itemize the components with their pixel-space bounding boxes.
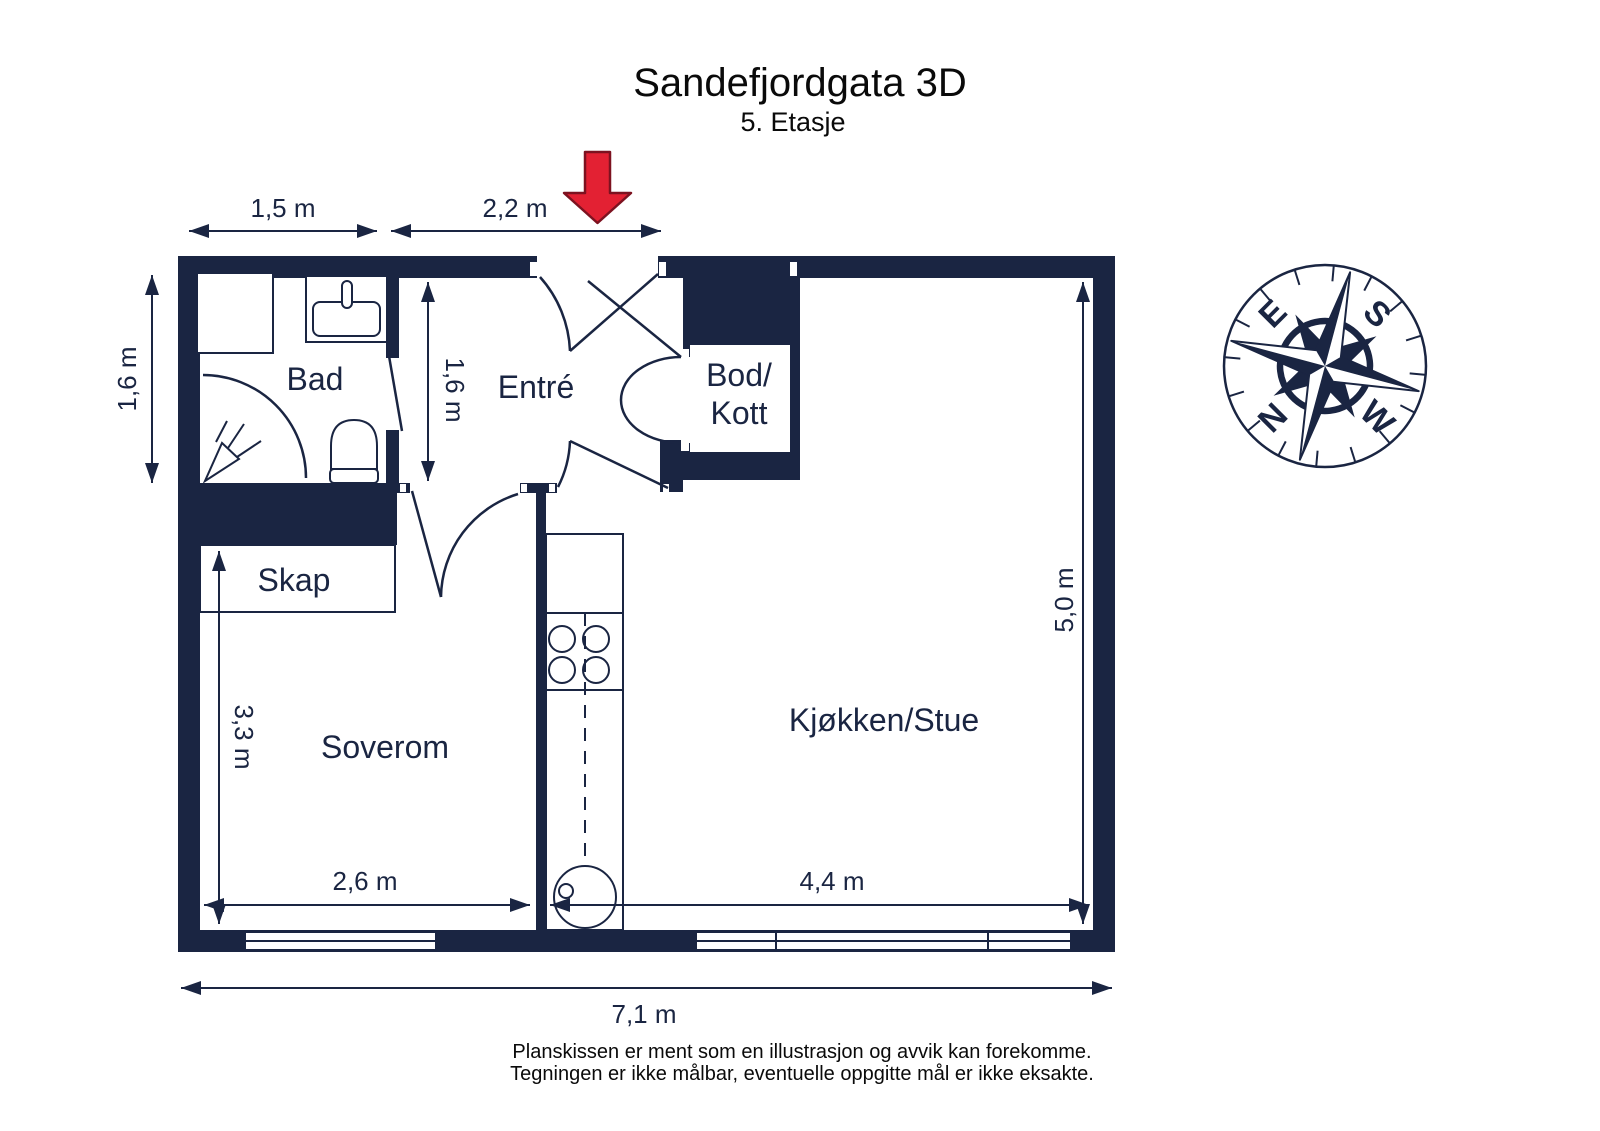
compass-ticks xyxy=(1225,266,1425,466)
drain-icon xyxy=(202,420,262,484)
dimension-bad-width: 1,5 m xyxy=(189,193,377,238)
door-entrance xyxy=(539,273,659,352)
bathroom-sink xyxy=(305,275,388,343)
dimension-soverom-depth: 3,3 m xyxy=(212,551,259,924)
dimension-label-bad-depth: 1,6 m xyxy=(112,346,142,411)
jamb-entrance-right xyxy=(659,262,666,276)
page-title: Sandefjordgata 3D xyxy=(633,61,967,105)
dimensions: 1,5 m 2,2 m 1,6 m 1,6 m 5,0 m 3,3 m 2,6 … xyxy=(112,193,1112,1029)
wall-bad-partition xyxy=(386,278,399,358)
dimension-bad-depth: 1,6 m xyxy=(112,275,159,483)
dimension-entrance-width: 2,2 m xyxy=(391,193,661,238)
dimension-kjokken-depth: 5,0 m xyxy=(1049,282,1090,924)
page-subtitle: 5. Etasje xyxy=(740,107,845,137)
disclaimer-line1: Planskissen er ment som en illustrasjon … xyxy=(512,1041,1091,1063)
bathroom-fixtures xyxy=(196,272,388,484)
room-label-skap: Skap xyxy=(258,562,331,598)
dimension-label-total-width: 7,1 m xyxy=(611,999,676,1029)
wall-skap-block xyxy=(178,483,397,545)
dimension-label-soverom-width: 2,6 m xyxy=(332,866,397,896)
door-kjokken xyxy=(556,439,669,490)
skap-closet xyxy=(199,544,396,613)
compass-rose: E S W N xyxy=(1222,263,1428,469)
dimension-label-bad-width: 1,5 m xyxy=(250,193,315,223)
disclaimer: Planskissen er ment som en illustrasjon … xyxy=(510,1041,1094,1085)
window-soverom xyxy=(244,931,437,951)
walls xyxy=(178,256,1115,952)
doors xyxy=(202,273,682,598)
kitchen-sink xyxy=(553,865,617,929)
room-labels: Bad Entré Bod/ Kott Skap Soverom Kjøkken… xyxy=(258,357,980,765)
dimension-total-width: 7,1 m xyxy=(181,981,1112,1029)
stove-burners xyxy=(548,625,610,684)
room-label-entre: Entré xyxy=(498,369,574,405)
door-bad xyxy=(202,355,404,479)
dimension-label-kjokken-depth: 5,0 m xyxy=(1049,567,1079,632)
kitchen-fixtures xyxy=(545,533,624,931)
door-bod-kott xyxy=(587,280,682,445)
dimension-label-kjokken-width: 4,4 m xyxy=(799,866,864,896)
dimension-kjokken-width: 4,4 m xyxy=(550,866,1089,912)
jamb-entrance-left xyxy=(530,262,537,276)
door-soverom xyxy=(410,490,519,598)
window-kjokken xyxy=(695,931,1072,951)
room-label-kjokken-stue: Kjøkken/Stue xyxy=(789,702,979,738)
wall-soverom-kjokken xyxy=(536,483,546,930)
compass-star xyxy=(1230,271,1420,461)
room-label-soverom: Soverom xyxy=(321,729,449,765)
dimension-label-entre-depth: 1,6 m xyxy=(440,357,470,422)
disclaimer-line2: Tegningen er ikke målbar, eventuelle opp… xyxy=(510,1063,1094,1085)
dimension-label-entrance-width: 2,2 m xyxy=(482,193,547,223)
room-label-bod-line2: Kott xyxy=(711,395,768,431)
dimension-soverom-width: 2,6 m xyxy=(204,866,530,912)
room-label-bad: Bad xyxy=(287,361,344,397)
compass-star-shading xyxy=(1231,272,1419,460)
shower-door-arc xyxy=(202,373,308,479)
room-label-bod-line1: Bod/ xyxy=(706,357,772,393)
toilet xyxy=(329,418,379,484)
dimension-label-soverom-depth: 3,3 m xyxy=(229,704,259,769)
shower-tray xyxy=(196,272,274,354)
entrance-arrow-icon xyxy=(562,150,633,225)
dimension-entre-depth: 1,6 m xyxy=(421,282,470,481)
